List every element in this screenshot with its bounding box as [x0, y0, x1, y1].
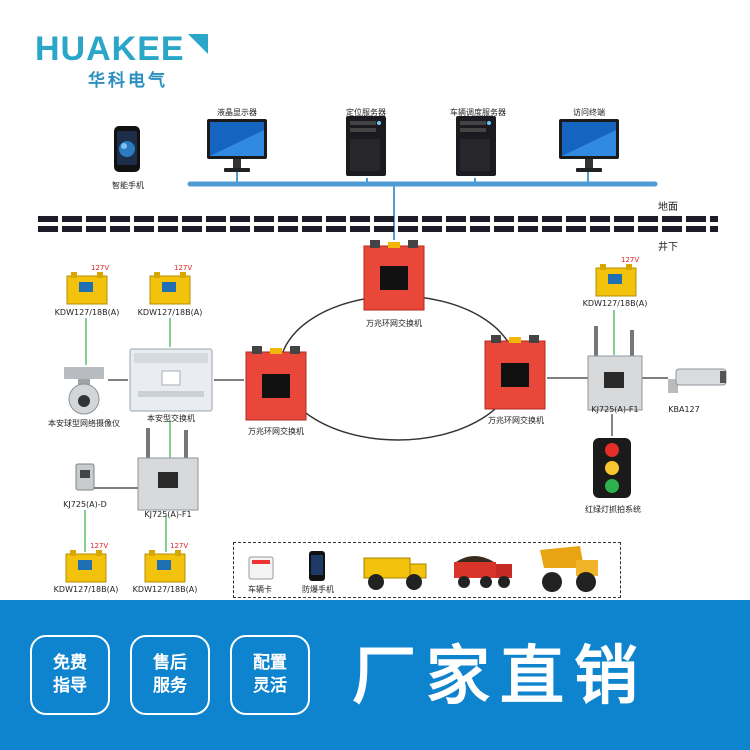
underground-label: 井下 [658, 242, 678, 253]
power-supply-icon [595, 264, 637, 297]
voltage-label: 127V [91, 264, 110, 272]
mining-truck-icon [540, 546, 598, 592]
ring-switch-left-label: 万兆环网交换机 [248, 427, 304, 436]
explosion-proof-phone-icon [309, 551, 325, 581]
local-switch-label: 本安型交换机 [147, 414, 195, 423]
access-terminal-label: 访问终端 [573, 108, 605, 117]
phone-label: 防爆手机 [302, 585, 334, 594]
logo-mark-icon [188, 34, 208, 54]
monitor-icon [207, 119, 267, 172]
smartphone-label: 智能手机 [112, 181, 144, 190]
ground-divider-bottom [38, 226, 718, 232]
footer-band [0, 600, 750, 750]
kj-d-label: KJ725(A)-D [63, 500, 107, 509]
kj-left-label: KJ725(A)-F1 [144, 510, 192, 519]
voltage-label: 127V [174, 264, 193, 272]
voltage-label: 127V [170, 542, 189, 550]
ring-switch-top-label: 万兆环网交换机 [366, 319, 422, 328]
traffic-light-icon [593, 438, 631, 498]
positioning-server-label: 定位服务器 [346, 108, 386, 117]
power-supply-icon [149, 272, 191, 305]
server-icon [456, 116, 496, 176]
kj-station-icon [587, 326, 643, 411]
badge-line: 灵活 [253, 676, 287, 696]
ring-switch-right-label: 万兆环网交换机 [488, 416, 544, 425]
ring-switch-right [484, 335, 546, 410]
badge-line: 指导 [53, 676, 87, 696]
vehicle-card-icon [248, 556, 274, 580]
kdw-label: KDW127/18B(A) [54, 308, 120, 317]
badge-free-guidance: 免费 指导 [30, 635, 110, 715]
power-supply-icon [144, 550, 186, 583]
dump-truck-icon [363, 557, 427, 590]
power-supply-icon [65, 550, 107, 583]
kj-right-label: KJ725(A)-F1 [591, 405, 639, 414]
monitor-label: 液晶显示器 [217, 108, 257, 117]
kdw-label: KDW127/18B(A) [137, 308, 203, 317]
dome-camera-icon [64, 367, 104, 415]
kdw-label: KDW127/18B(A) [582, 299, 648, 308]
cargo-truck-icon [454, 556, 512, 588]
badge-line: 售后 [153, 653, 187, 673]
slogan: 厂家直销 [352, 640, 648, 714]
legend-box [233, 542, 621, 598]
badge-flexible-config: 配置 灵活 [230, 635, 310, 715]
voltage-label: 127V [90, 542, 109, 550]
server-icon [346, 116, 386, 176]
logo-wordmark: HUAKEE [35, 30, 185, 68]
kdw-label: KDW127/18B(A) [132, 585, 198, 594]
badge-line: 免费 [53, 653, 87, 673]
kj-station-icon [137, 428, 199, 511]
voltage-label: 127V [621, 256, 640, 264]
monitor-icon [559, 119, 619, 172]
ground-divider-top [38, 216, 718, 222]
ring-switch-top [363, 240, 425, 311]
kdw-label: KDW127/18B(A) [53, 585, 119, 594]
kba-label: KBA127 [668, 405, 700, 414]
local-switch-icon [129, 348, 213, 412]
ring-switch-left [245, 346, 307, 421]
kj-d-icon [75, 463, 95, 491]
dome-camera-label: 本安球型网络摄像仪 [48, 419, 120, 428]
vehicle-card-label: 车辆卡 [248, 585, 272, 594]
power-supply-icon [66, 272, 108, 305]
bullet-camera-icon [668, 368, 727, 393]
badge-line: 服务 [153, 676, 187, 696]
logo-chinese: 华科电气 [88, 71, 168, 91]
traffic-system-label: 红绿灯抓拍系统 [585, 505, 641, 514]
dispatch-server-label: 车辆调度服务器 [450, 108, 506, 117]
smartphone-icon [114, 126, 140, 172]
ground-label: 地面 [658, 202, 678, 213]
badge-line: 配置 [253, 653, 287, 673]
badge-after-sales: 售后 服务 [130, 635, 210, 715]
